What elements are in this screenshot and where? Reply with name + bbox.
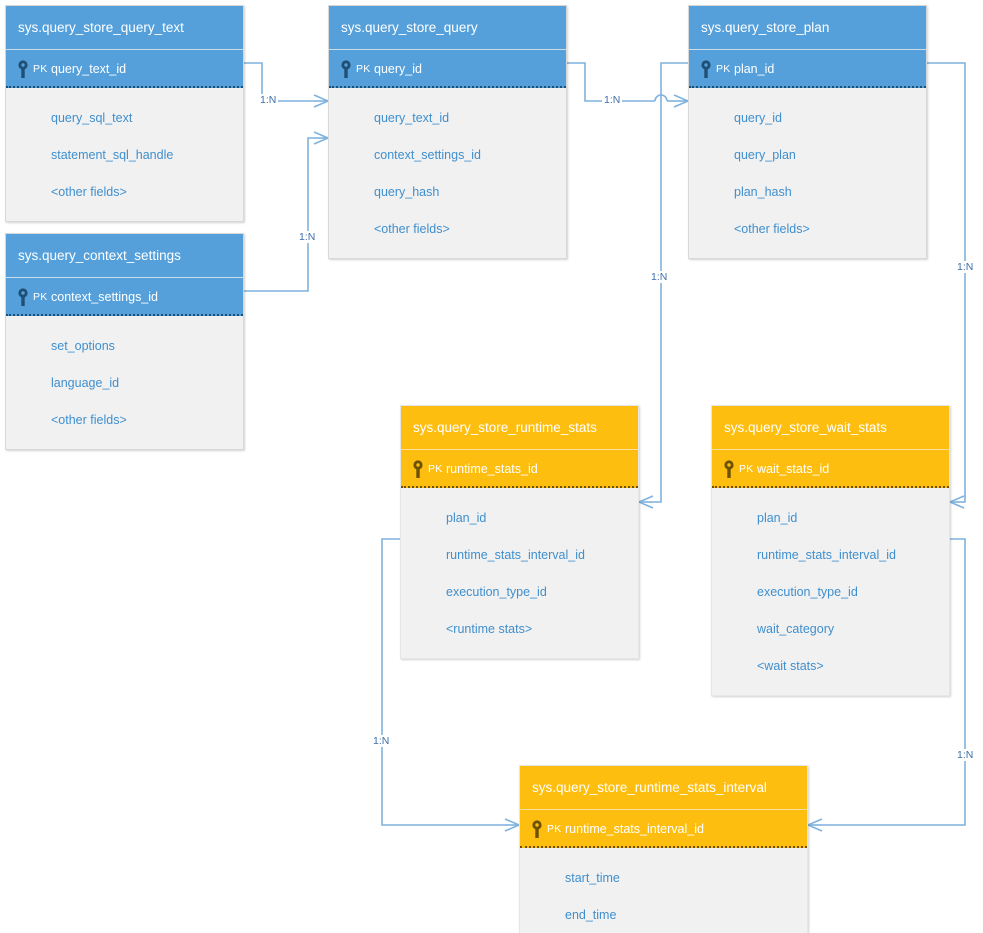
entity-query-store-plan[interactable]: sys.query_store_plan PK plan_id query_id… (688, 5, 927, 259)
pk-badge: PK (33, 291, 48, 303)
field-row: start_time (565, 871, 620, 885)
entity-title: sys.query_store_query_text (6, 6, 243, 50)
connector-query-text-to-query (244, 62, 329, 108)
entity-title: sys.query_store_runtime_stats_interval (520, 766, 807, 810)
field-row: runtime_stats_interval_id (446, 548, 585, 562)
entity-primary-key-row: PK query_text_id (6, 50, 243, 88)
pk-field-name: wait_stats_id (757, 462, 830, 476)
field-row: statement_sql_handle (51, 148, 174, 162)
cardinality-label-context-settings-to-query: 1:N (297, 231, 318, 243)
key-icon (18, 288, 28, 306)
field-row: <other fields> (734, 222, 810, 236)
field-row: query_sql_text (51, 111, 133, 125)
pk-badge: PK (739, 463, 754, 475)
field-row: context_settings_id (374, 148, 482, 162)
cardinality-label-plan-to-wait-stats: 1:N (955, 261, 976, 273)
pk-badge: PK (428, 463, 443, 475)
key-icon (18, 60, 28, 78)
field-row: <wait stats> (757, 659, 824, 673)
key-icon (724, 460, 734, 478)
cardinality-label-plan-to-runtime-stats: 1:N (649, 271, 670, 283)
cardinality-label-query-to-plan: 1:N (602, 94, 623, 106)
pk-field-name: plan_id (734, 62, 775, 76)
field-row: execution_type_id (446, 585, 547, 599)
field-row: query_id (734, 111, 782, 125)
entity-title: sys.query_store_query (329, 6, 566, 50)
pk-field-name: runtime_stats_id (446, 462, 538, 476)
pk-badge: PK (716, 63, 731, 75)
key-icon (413, 460, 423, 478)
entity-query-store-wait-stats[interactable]: sys.query_store_wait_stats PK wait_stats… (711, 405, 950, 696)
field-row: execution_type_id (757, 585, 858, 599)
entity-primary-key-row: PK runtime_stats_id (401, 450, 638, 488)
entity-query-context-settings[interactable]: sys.query_context_settings PK context_se… (5, 233, 244, 450)
field-row: plan_id (757, 511, 798, 525)
entity-fields: start_time end_time (520, 848, 807, 933)
key-icon (532, 820, 542, 838)
field-row: <other fields> (51, 185, 127, 199)
entity-fields: set_options language_id <other fields> (6, 316, 243, 449)
connector-plan-to-runtime-stats (638, 62, 688, 509)
entity-primary-key-row: PK wait_stats_id (712, 450, 949, 488)
key-icon (701, 60, 711, 78)
cardinality-label-interval-to-wait-stats: 1:N (955, 749, 976, 761)
pk-field-name: runtime_stats_interval_id (565, 822, 704, 836)
entity-title: sys.query_context_settings (6, 234, 243, 278)
field-row: end_time (565, 908, 617, 922)
entity-primary-key-row: PK plan_id (689, 50, 926, 88)
entity-fields: plan_id runtime_stats_interval_id execut… (712, 488, 949, 695)
entity-fields: query_text_id context_settings_id query_… (329, 88, 566, 258)
field-row: query_plan (734, 148, 796, 162)
field-row: query_text_id (374, 111, 450, 125)
entity-query-store-runtime-stats[interactable]: sys.query_store_runtime_stats PK runtime… (400, 405, 639, 659)
field-row: plan_id (446, 511, 487, 525)
entity-query-store-query[interactable]: sys.query_store_query PK query_id query_… (328, 5, 567, 259)
field-row: query_hash (374, 185, 440, 199)
entity-fields: plan_id runtime_stats_interval_id execut… (401, 488, 638, 658)
connector-query-to-plan (567, 62, 689, 108)
field-row: plan_hash (734, 185, 792, 199)
cardinality-label-interval-to-runtime-stats: 1:N (371, 735, 392, 747)
field-row: runtime_stats_interval_id (757, 548, 896, 562)
entity-primary-key-row: PK query_id (329, 50, 566, 88)
entity-primary-key-row: PK context_settings_id (6, 278, 243, 316)
field-row: <other fields> (51, 413, 127, 427)
pk-badge: PK (356, 63, 371, 75)
pk-badge: PK (547, 823, 562, 835)
pk-field-name: query_text_id (51, 62, 127, 76)
pk-badge: PK (33, 63, 48, 75)
entity-primary-key-row: PK runtime_stats_interval_id (520, 810, 807, 848)
entity-fields: query_id query_plan plan_hash <other fie… (689, 88, 926, 258)
entity-title: sys.query_store_plan (689, 6, 926, 50)
entity-title: sys.query_store_runtime_stats (401, 406, 638, 450)
field-row: set_options (51, 339, 115, 353)
connector-context-settings-to-query (244, 131, 329, 292)
field-row: language_id (51, 376, 120, 390)
entity-query-store-query-text[interactable]: sys.query_store_query_text PK query_text… (5, 5, 244, 222)
field-row: wait_category (757, 622, 835, 636)
entity-query-store-runtime-stats-interval[interactable]: sys.query_store_runtime_stats_interval P… (519, 765, 808, 933)
pk-field-name: context_settings_id (51, 290, 159, 304)
entity-title: sys.query_store_wait_stats (712, 406, 949, 450)
key-icon (341, 60, 351, 78)
pk-field-name: query_id (374, 62, 422, 76)
field-row: <runtime stats> (446, 622, 533, 636)
cardinality-label-query-text-to-query: 1:N (258, 94, 279, 106)
field-row: <other fields> (374, 222, 450, 236)
entity-fields: query_sql_text statement_sql_handle <oth… (6, 88, 243, 221)
